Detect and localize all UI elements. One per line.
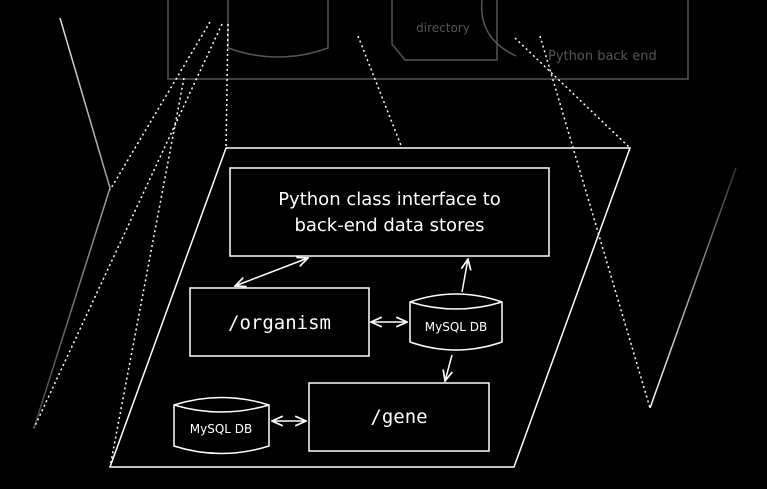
dotted-line-2: [33, 23, 223, 429]
organism-label: /organism: [228, 312, 331, 334]
arrow-db-interface: [462, 259, 468, 293]
python-back-end-label: Python back end: [548, 49, 657, 64]
background-backend-panel: directory Python back end: [167, 0, 689, 80]
directory-label: directory: [416, 21, 470, 35]
dotted-line-7: [514, 37, 631, 149]
gene-label: /gene: [370, 406, 427, 428]
arrow-db-gene: [445, 354, 452, 381]
right-solid-line-up: [649, 167, 737, 409]
python-interface-label-line2: back-end data stores: [294, 215, 484, 236]
background-db-cylinder: [227, 0, 329, 58]
backend-panel-outline: [167, 0, 689, 80]
mysql-db-cylinder-right: [409, 293, 503, 351]
perspective-lines: [33, 17, 737, 468]
dotted-line-5: [357, 35, 403, 149]
dotted-line-3: [109, 77, 185, 468]
detail-parallelogram: [108, 147, 632, 468]
python-interface-box: [229, 167, 550, 257]
arrow-interface-organism: [235, 258, 308, 286]
mysql-db-cylinder-left: [173, 396, 270, 455]
left-solid-line: [33, 17, 111, 429]
dotted-line-4: [225, 23, 229, 149]
background-directory-box: [391, 0, 498, 61]
dotted-line-1: [109, 21, 211, 191]
mysql-db-label-right: MySQL DB: [425, 320, 488, 334]
background-curve: [480, 0, 517, 57]
python-interface-label-line1: Python class interface to: [278, 189, 501, 210]
organism-box: [189, 287, 370, 357]
mysql-db-label-left: MySQL DB: [190, 422, 253, 436]
gene-box: [308, 382, 490, 452]
